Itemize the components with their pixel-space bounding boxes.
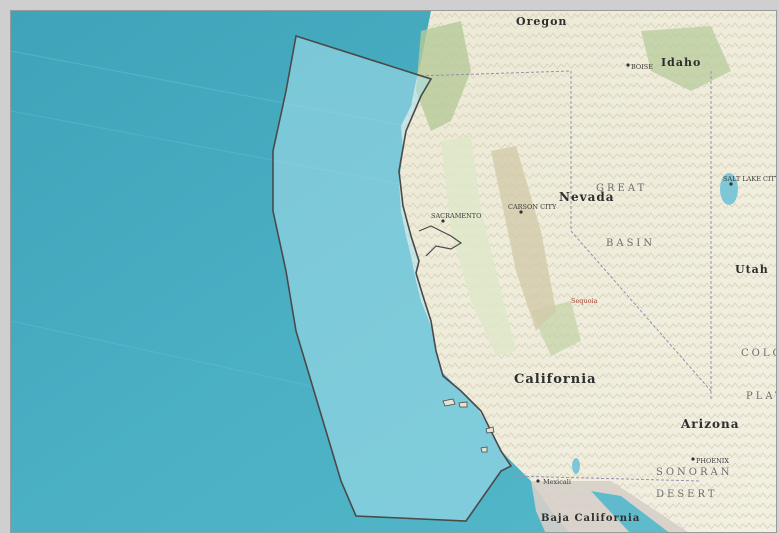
label-state-idaho: Idaho — [661, 56, 701, 69]
channel-island — [480, 446, 488, 453]
label-city-sacramento: SACRAMENTO — [431, 212, 481, 220]
forest-region — [416, 21, 471, 131]
label-city-boise: BOISE — [631, 63, 653, 71]
ocean-fracture-zone — [11, 320, 312, 387]
channel-island — [485, 426, 495, 434]
label-region-colo: COLO — [741, 348, 777, 359]
gulf-of-california — [591, 491, 669, 532]
label-state-baja-california: Baja California — [541, 513, 640, 524]
terrain-texture — [399, 11, 776, 532]
label-state-utah: Utah — [735, 263, 769, 276]
central-valley — [441, 136, 516, 356]
border-us-mexico — [510, 475, 702, 482]
label-city-salt-lake-city: SALT LAKE CITY — [723, 175, 777, 183]
channel-island — [442, 398, 456, 407]
border-california-nevada — [570, 71, 712, 392]
city-marker — [729, 182, 733, 186]
sf-bay — [418, 225, 463, 257]
label-park-sequoia: Sequoia — [571, 297, 598, 305]
map-viewport[interactable]: Oregon Idaho Nevada Utah California Ariz… — [10, 10, 777, 533]
city-marker — [536, 479, 540, 483]
label-region-great: GREAT — [596, 183, 647, 194]
label-region-basin: BASIN — [606, 238, 655, 249]
label-state-california: California — [514, 372, 597, 387]
city-marker — [519, 210, 523, 214]
label-state-arizona: Arizona — [680, 417, 740, 431]
label-region-plat: PLAT — [746, 391, 777, 402]
border-oregon-california — [415, 70, 572, 77]
label-state-oregon: Oregon — [516, 15, 567, 28]
salton-sea — [572, 458, 580, 474]
label-city-mexicali: Mexicali — [543, 478, 571, 486]
city-marker — [626, 63, 630, 67]
label-city-phoenix: PHOENIX — [696, 457, 729, 465]
forest-region — [641, 26, 731, 91]
label-city-carson-city: CARSON CITY — [508, 203, 557, 211]
city-marker — [691, 457, 695, 461]
label-region-sonoran: SONORAN — [656, 467, 733, 478]
sierra-nevada — [491, 146, 556, 331]
label-state-nevada: Nevada — [559, 190, 615, 204]
great-salt-lake — [720, 173, 738, 205]
channel-island — [458, 401, 468, 408]
label-region-desert: DESERT — [656, 489, 718, 500]
map-canvas[interactable]: Oregon Idaho Nevada Utah California Ariz… — [11, 11, 777, 533]
city-marker — [441, 219, 445, 223]
